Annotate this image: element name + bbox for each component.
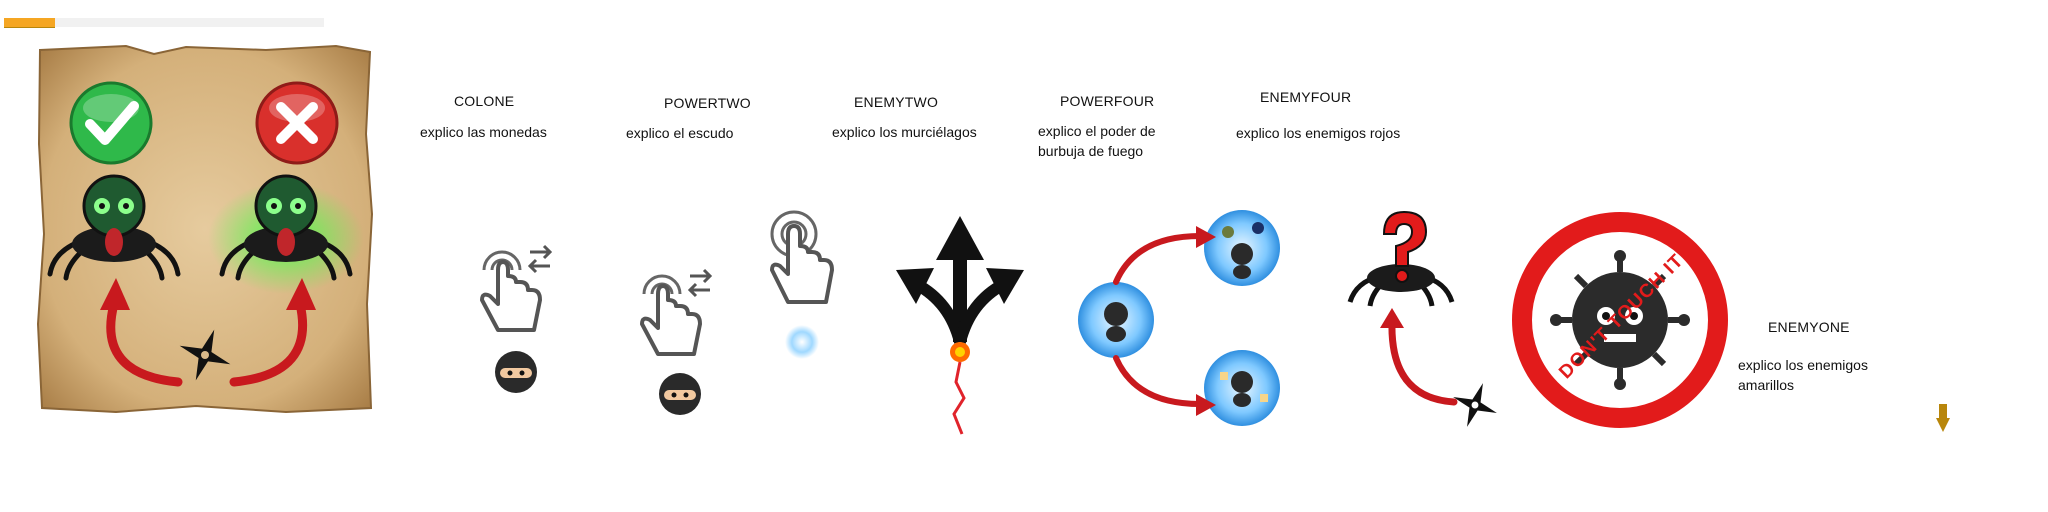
- enemyfour-desc: explico los enemigos rojos: [1236, 125, 1401, 141]
- shuriken-icon: [179, 329, 231, 381]
- progress-bar: [4, 18, 324, 28]
- colone-title: COLONE: [454, 93, 515, 109]
- enemyfour-title: ENEMYFOUR: [1260, 89, 1352, 105]
- progress-fill: [4, 18, 56, 28]
- powertwo-title: POWERTWO: [664, 95, 751, 111]
- spider-enemy-glow-icon: [208, 174, 364, 294]
- energy-orb-icon: [785, 325, 819, 359]
- tap-swipe-icon: [480, 244, 553, 332]
- colone-desc: explico las monedas: [420, 124, 547, 140]
- enemytwo-title: ENEMYTWO: [854, 94, 939, 110]
- ninja-head-icon: [495, 351, 537, 393]
- split-arrows-icon: [896, 216, 1024, 435]
- powertwo-desc: explico el escudo: [626, 125, 734, 141]
- throw-arrow: [1380, 308, 1458, 406]
- cross-icon: [255, 81, 339, 165]
- spider-enemy-icon: [47, 174, 181, 281]
- tap-icon: [770, 210, 834, 304]
- ninja-head-icon: [659, 373, 701, 415]
- question-mark-icon: [1347, 210, 1455, 307]
- virus-enemy-icon: [1550, 250, 1690, 390]
- down-arrow-icon: [1936, 404, 1950, 432]
- enemyone-desc: explico los enemigos amarillos: [1738, 357, 1868, 393]
- shuriken-icon: [1453, 383, 1497, 427]
- enemyone-title: ENEMYONE: [1768, 319, 1850, 335]
- bubble-power-diagram: [1078, 210, 1280, 426]
- powerfour-title: POWERFOUR: [1060, 93, 1155, 109]
- enemytwo-desc: explico los murciélagos: [832, 124, 977, 140]
- dont-touch-sign: DON'T TOUCH IT: [1510, 210, 1730, 430]
- throw-arrows: [100, 278, 316, 387]
- tutorial-parchment-panel: [36, 44, 374, 414]
- tap-swipe-icon: [640, 268, 713, 356]
- powerfour-desc: explico el poder de burbuja de fuego: [1038, 123, 1156, 159]
- check-icon: [69, 81, 153, 165]
